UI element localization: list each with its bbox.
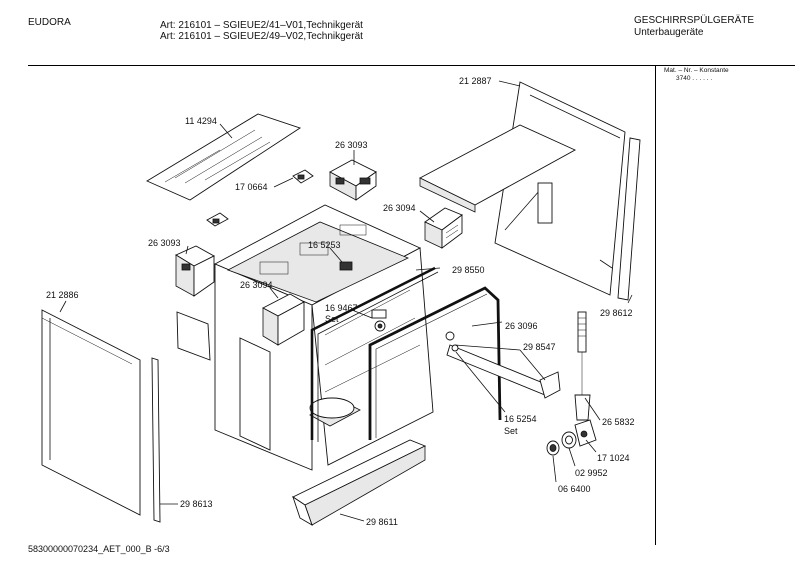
part-263093-left	[175, 245, 215, 297]
label-263093-upper: 26 3093	[335, 140, 368, 150]
label-263093-left: 26 3093	[148, 238, 181, 248]
tub-side-plate	[176, 311, 271, 451]
document-code: 58300000070234_AET_000_B -6/3	[28, 544, 170, 554]
side-panel-divider	[655, 65, 656, 545]
label-169467: 16 9467	[325, 303, 358, 313]
part-298612-seal	[617, 137, 641, 301]
label-171024: 17 1024	[597, 453, 630, 463]
label-263096: 26 3096	[505, 321, 538, 331]
part-298611-bottom-rail	[292, 439, 427, 527]
label-170664: 17 0664	[235, 182, 268, 192]
part-212887-side-panel	[419, 81, 626, 296]
label-066400: 06 6400	[558, 484, 591, 494]
header-divider	[28, 65, 795, 66]
part-263093-upper	[329, 159, 377, 201]
label-298550: 29 8550	[452, 265, 485, 275]
side-panel-title: Mat. – Nr. – Konstante	[664, 67, 729, 74]
label-298613: 29 8613	[180, 499, 213, 509]
label-298547: 29 8547	[523, 342, 556, 352]
part-212886-left-panel	[41, 309, 141, 516]
part-170664-clips	[206, 169, 314, 227]
label-114294: 11 4294	[185, 116, 217, 126]
label-set-2: Set	[504, 426, 518, 436]
part-263096-hose-frame	[368, 286, 502, 440]
part-165253-small	[339, 261, 353, 271]
part-298613-strip	[151, 357, 161, 523]
label-263094-upper: 26 3094	[383, 203, 416, 213]
label-263094-middle: 26 3094	[240, 280, 273, 290]
part-298550-frame	[310, 266, 439, 442]
label-165253: 16 5253	[308, 240, 341, 250]
part-263094-middle	[262, 293, 305, 346]
label-265832: 26 5832	[602, 417, 635, 427]
category-title: GESCHIRRSPÜLGERÄTE	[634, 15, 755, 26]
part-114294-plate	[146, 113, 302, 201]
fittings	[546, 419, 597, 456]
label-298611: 29 8611	[366, 517, 398, 527]
leader-lines	[59, 80, 633, 522]
brand-name: EUDORA	[28, 17, 71, 28]
part-165254-set	[451, 344, 459, 352]
label-029952: 02 9952	[575, 468, 608, 478]
label-298612: 29 8612	[600, 308, 633, 318]
subcategory-title: Unterbaugeräte	[634, 27, 704, 38]
article-line-1: Art: 216101 – SGIEUE2/41–V01,Technikgerä…	[160, 20, 363, 31]
side-panel-value: 3740 . . . . . .	[676, 75, 713, 82]
part-169467-set	[371, 309, 387, 332]
part-265832-hose	[574, 311, 591, 421]
label-165254: 16 5254	[504, 414, 537, 424]
part-labels: 21 2887 11 4294 26 3093 17 0664 26 3094 …	[46, 76, 635, 527]
article-line-2: Art: 216101 – SGIEUE2/49–V02,Technikgerä…	[160, 31, 363, 42]
part-298547-rod	[445, 331, 561, 399]
label-set-1: Set	[325, 314, 339, 324]
label-212887: 21 2887	[459, 76, 492, 86]
label-212886: 21 2886	[46, 290, 79, 300]
part-263094-upper	[424, 207, 463, 249]
